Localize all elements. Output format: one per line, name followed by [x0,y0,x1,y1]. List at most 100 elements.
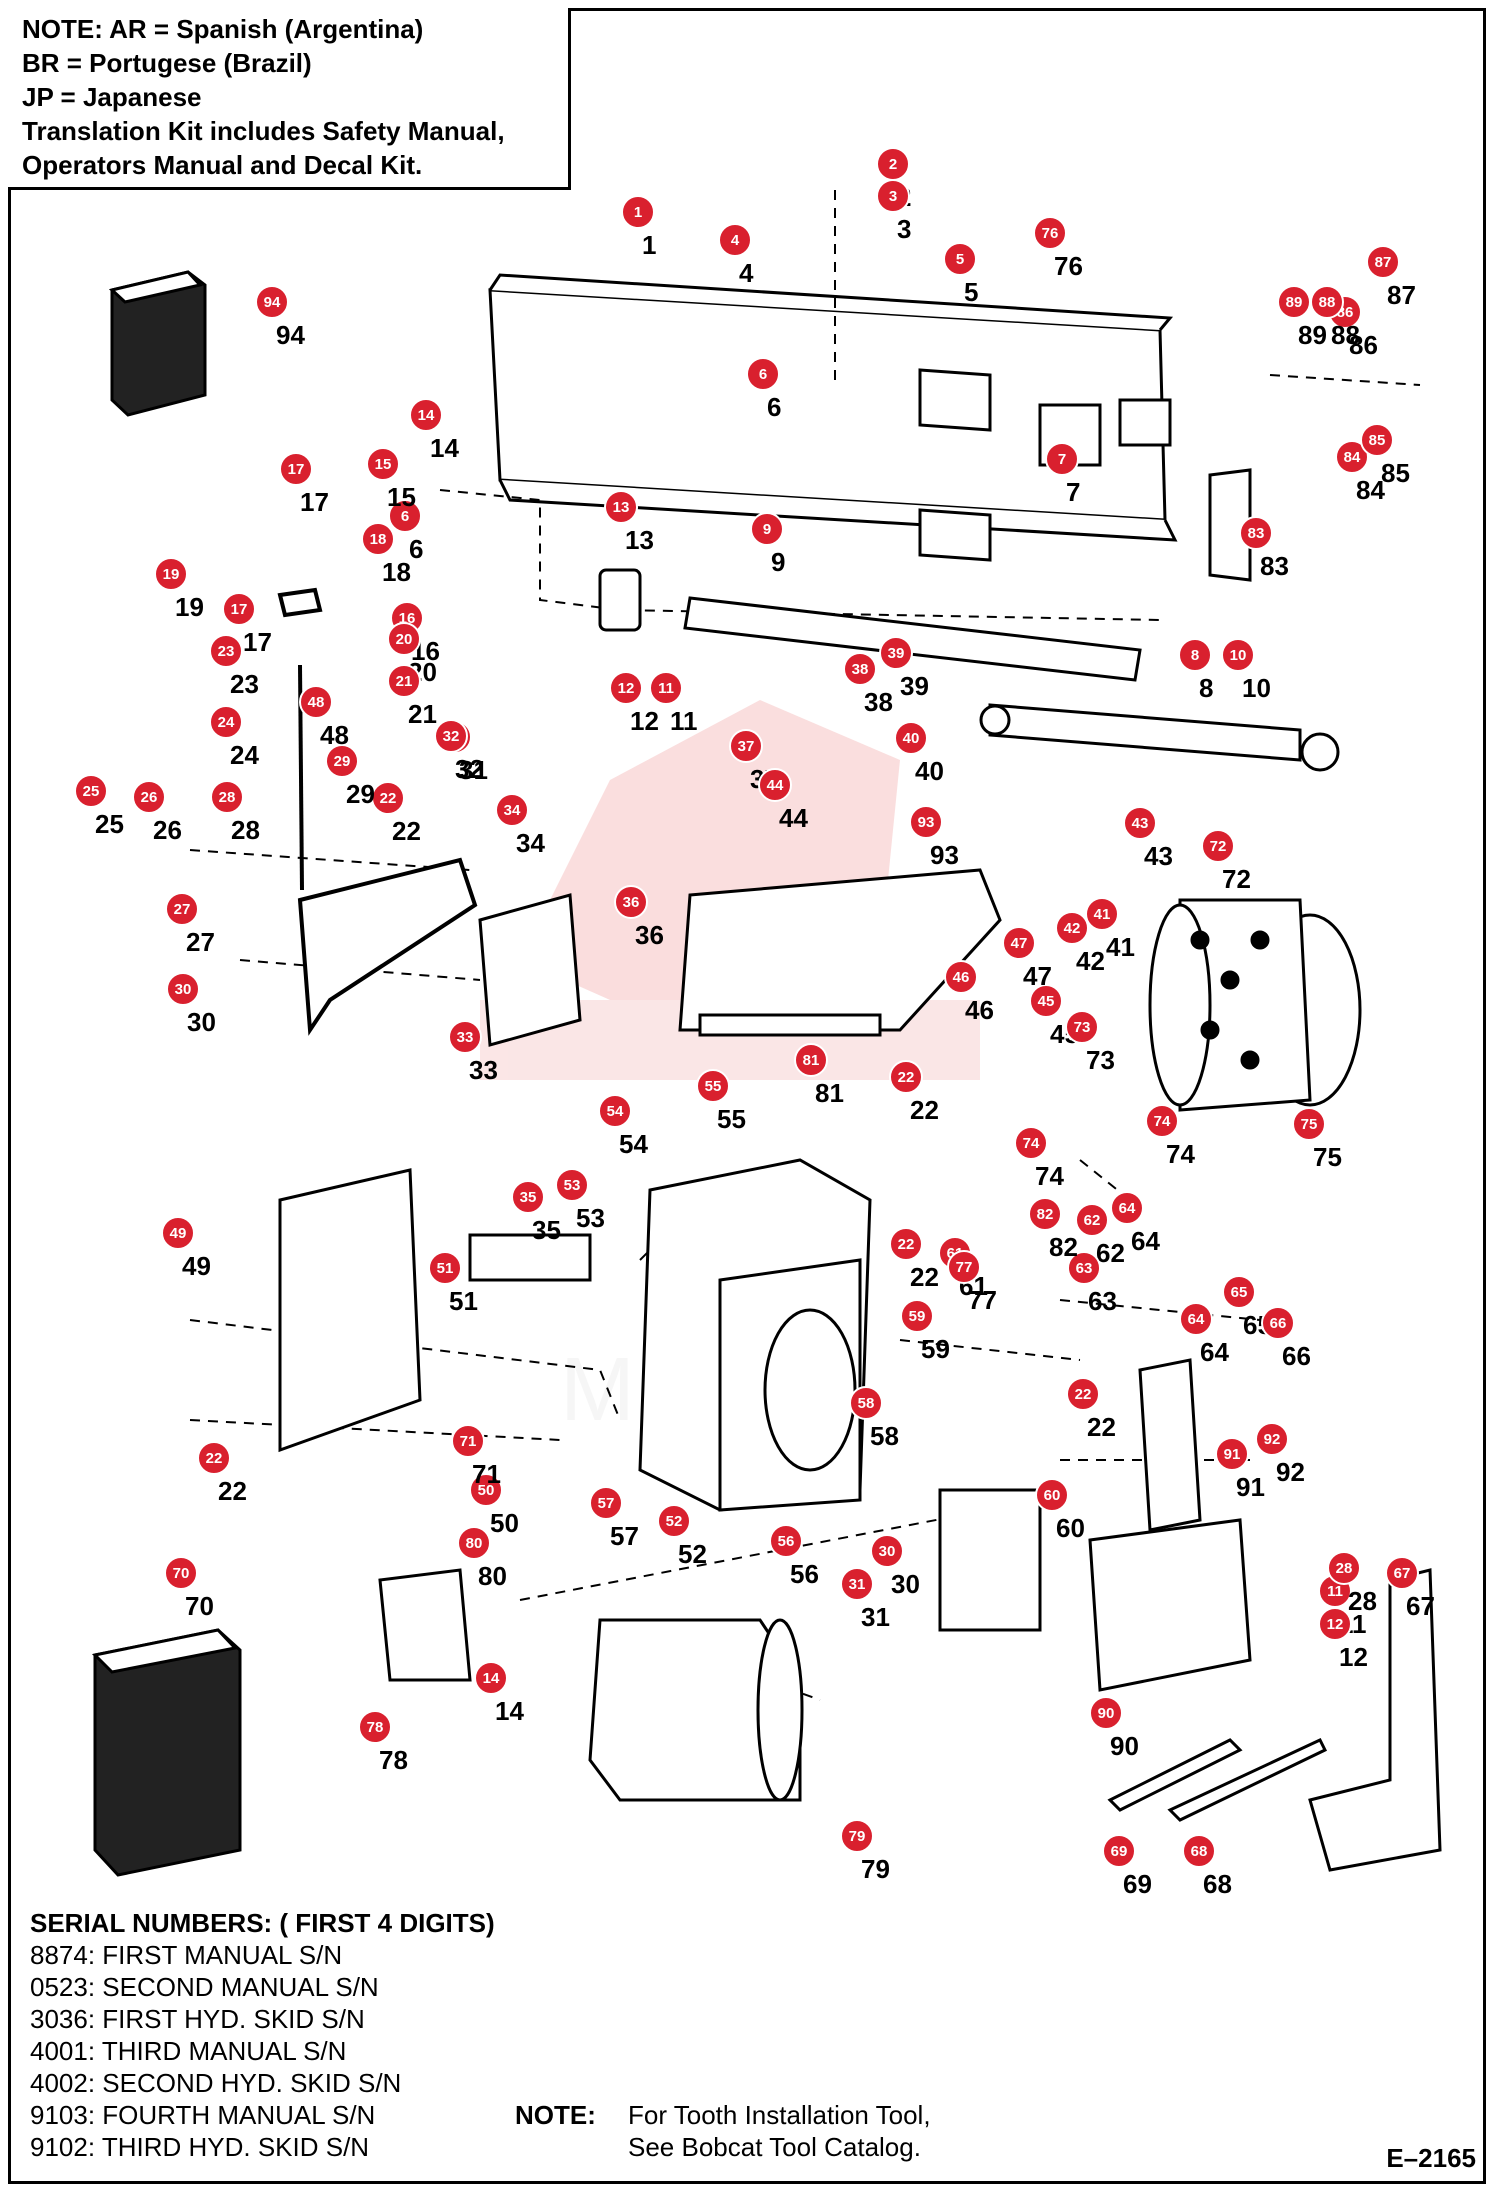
part-number-label: 32 [455,754,484,784]
part-badge-number: 12 [1327,1616,1344,1633]
part-badge-number: 23 [218,643,235,660]
shaft-and-cylinder [598,568,1340,772]
part-badge-number: 17 [288,461,305,478]
part-number-label: 27 [186,927,215,957]
part-badge-number: 88 [1319,294,1336,311]
part-badge [165,892,199,926]
part-badge-number: 79 [849,1828,866,1845]
part-badge-number: 22 [206,1450,223,1467]
part-number-label: 18 [382,557,411,587]
part-badge [1045,442,1079,476]
part-badge-number: 18 [370,531,387,548]
part-number-label: 91 [1236,1472,1265,1502]
part-number-label: 84 [1356,475,1385,505]
part-number-label: 42 [1076,946,1105,976]
part-callout-6: 66 [746,357,781,422]
serial-numbers-title: SERIAL NUMBERS: ( FIRST 4 DIGITS) [30,1908,495,1938]
part-badge [746,357,780,391]
part-badge-number: 56 [778,1533,795,1550]
note-line-languages-ar: NOTE: AR = Spanish (Argentina) [22,14,424,44]
part-badge-number: 11 [1327,1583,1343,1600]
part-badge [1029,984,1063,1018]
part-number-label: 68 [1203,1869,1232,1899]
part-number-label: 30 [187,1007,216,1037]
part-badge [1261,1306,1295,1340]
part-number-label: 49 [182,1251,211,1281]
part-badge-number: 55 [705,1078,722,1095]
part-badge [166,972,200,1006]
part-badge [1201,829,1235,863]
part-badge-number: 91 [1224,1446,1241,1463]
part-badge [1066,1377,1100,1411]
part-number-label: 12 [630,706,659,736]
part-badge [729,729,763,763]
part-badge-number: 38 [852,661,869,678]
part-number-label: 39 [900,671,929,701]
part-number-label: 22 [218,1476,247,1506]
part-badge-number: 83 [1248,525,1265,542]
part-number-label: 56 [790,1559,819,1589]
part-badge [428,1251,462,1285]
part-badge [1002,926,1036,960]
part-number-label: 21 [408,699,437,729]
part-callout-66: 66 66 [1261,1306,1311,1371]
serial-row: 3036: FIRST HYD. SKID S/N [30,2004,365,2034]
part-badge-number: 14 [483,1670,500,1687]
part-badge-number: 66 [1270,1315,1287,1332]
drawing-frame [8,8,1486,2184]
part-badge-number: 28 [219,789,236,806]
part-badge [840,1567,874,1601]
part-number-label: 69 [1123,1869,1152,1899]
part-badge-number: 50 [478,1482,495,1499]
part-number-label: 28 [231,815,260,845]
part-number-label: 72 [1222,864,1251,894]
part-badge [840,1819,874,1853]
part-number-label: 51 [449,1286,478,1316]
part-badge-number: 93 [918,814,935,831]
part-badge [1055,911,1089,945]
part-badge [1335,440,1369,474]
note-box [8,8,571,190]
tool-note-label: NOTE: [515,2100,596,2130]
part-badge-number: 49 [170,1225,187,1242]
part-badge [1366,245,1400,279]
part-badge-number: 22 [380,790,397,807]
part-number-label: 70 [185,1591,214,1621]
part-number-label: 66 [1282,1341,1311,1371]
part-badge-number: 84 [1344,449,1361,466]
part-badge-number: 30 [879,1543,896,1560]
drum-housing [278,868,1042,1632]
part-badge [889,1227,923,1261]
part-badge-number: 60 [1044,1487,1061,1504]
part-badge-number: 7 [1058,451,1066,468]
part-callout-1: 11 [621,195,656,260]
part-badge-number: 81 [803,1052,820,1069]
part-badge-number: 52 [666,1513,683,1530]
part-badge-number: 28 [1336,1560,1353,1577]
part-callout-22: 22 22 [197,1441,247,1506]
part-badge [1179,1302,1213,1336]
part-badge [1067,1251,1101,1285]
note-line-kit-contents: Operators Manual and Decal Kit. [22,150,423,180]
part-number-label: 29 [346,779,375,809]
